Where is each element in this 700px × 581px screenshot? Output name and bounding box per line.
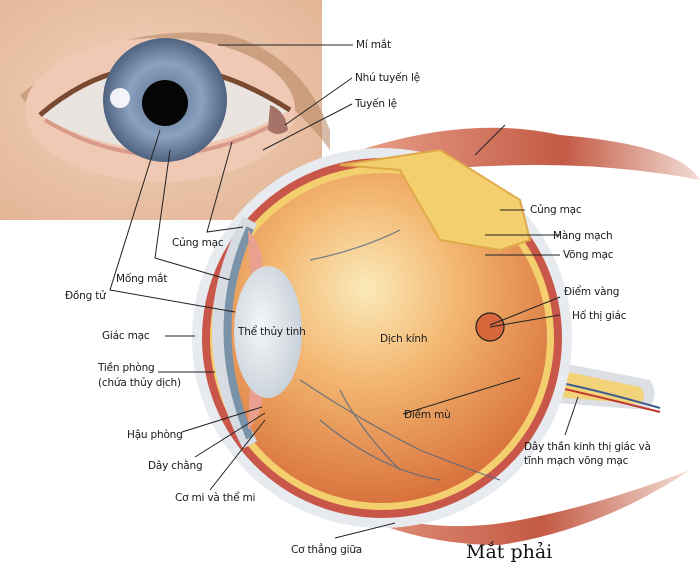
label-retina: Võng mạc [563, 249, 614, 261]
label-anterior-chamber-1: Tiền phòng [98, 362, 155, 374]
medial-rectus-muscle [320, 470, 690, 545]
label-choroid: Màng mạch [553, 230, 613, 242]
label-lacrimal-gland: Tuyến lệ [355, 98, 397, 110]
diagram-title: Mắt phải [466, 541, 553, 563]
vitreous-body [217, 173, 547, 503]
lens [234, 266, 302, 398]
pupil [142, 80, 188, 126]
external-eye-view [0, 0, 330, 220]
label-medial-rectus: Cơ thẳng giữa [291, 544, 363, 556]
label-pupil: Đồng tử [65, 290, 106, 302]
label-iris: Mống mắt [116, 273, 168, 285]
label-macula: Điểm vàng [564, 286, 620, 298]
label-blind-spot: Điểm mù [404, 409, 451, 421]
eye-cross-section [192, 127, 700, 545]
label-lacrimal-papilla: Nhú tuyến lệ [355, 72, 420, 84]
corneal-highlight [110, 88, 130, 108]
label-eyelid: Mí mắt [356, 39, 391, 51]
label-ligament: Dây chằng [148, 460, 203, 472]
lacrimal-caruncle [268, 105, 288, 134]
label-optic-nerve-1: Dây thần kinh thị giác và [524, 441, 651, 453]
label-vitreous: Dịch kính [380, 333, 428, 345]
label-fovea: Hố thị giác [572, 310, 627, 322]
label-lens: Thể thủy tinh [238, 326, 306, 338]
label-sclera: Củng mạc [530, 204, 582, 216]
label-sclera-front: Củng mạc [172, 237, 224, 249]
label-optic-nerve-2: tĩnh mạch võng mạc [524, 455, 629, 467]
label-posterior-chamber: Hậu phòng [127, 429, 183, 441]
leader-lines [109, 44, 579, 539]
anterior-chamber [223, 226, 254, 440]
label-ciliary: Cơ mi và thể mi [175, 492, 256, 504]
label-cornea: Giác mạc [102, 330, 150, 342]
label-anterior-chamber-2: (chứa thủy dịch) [98, 377, 181, 389]
